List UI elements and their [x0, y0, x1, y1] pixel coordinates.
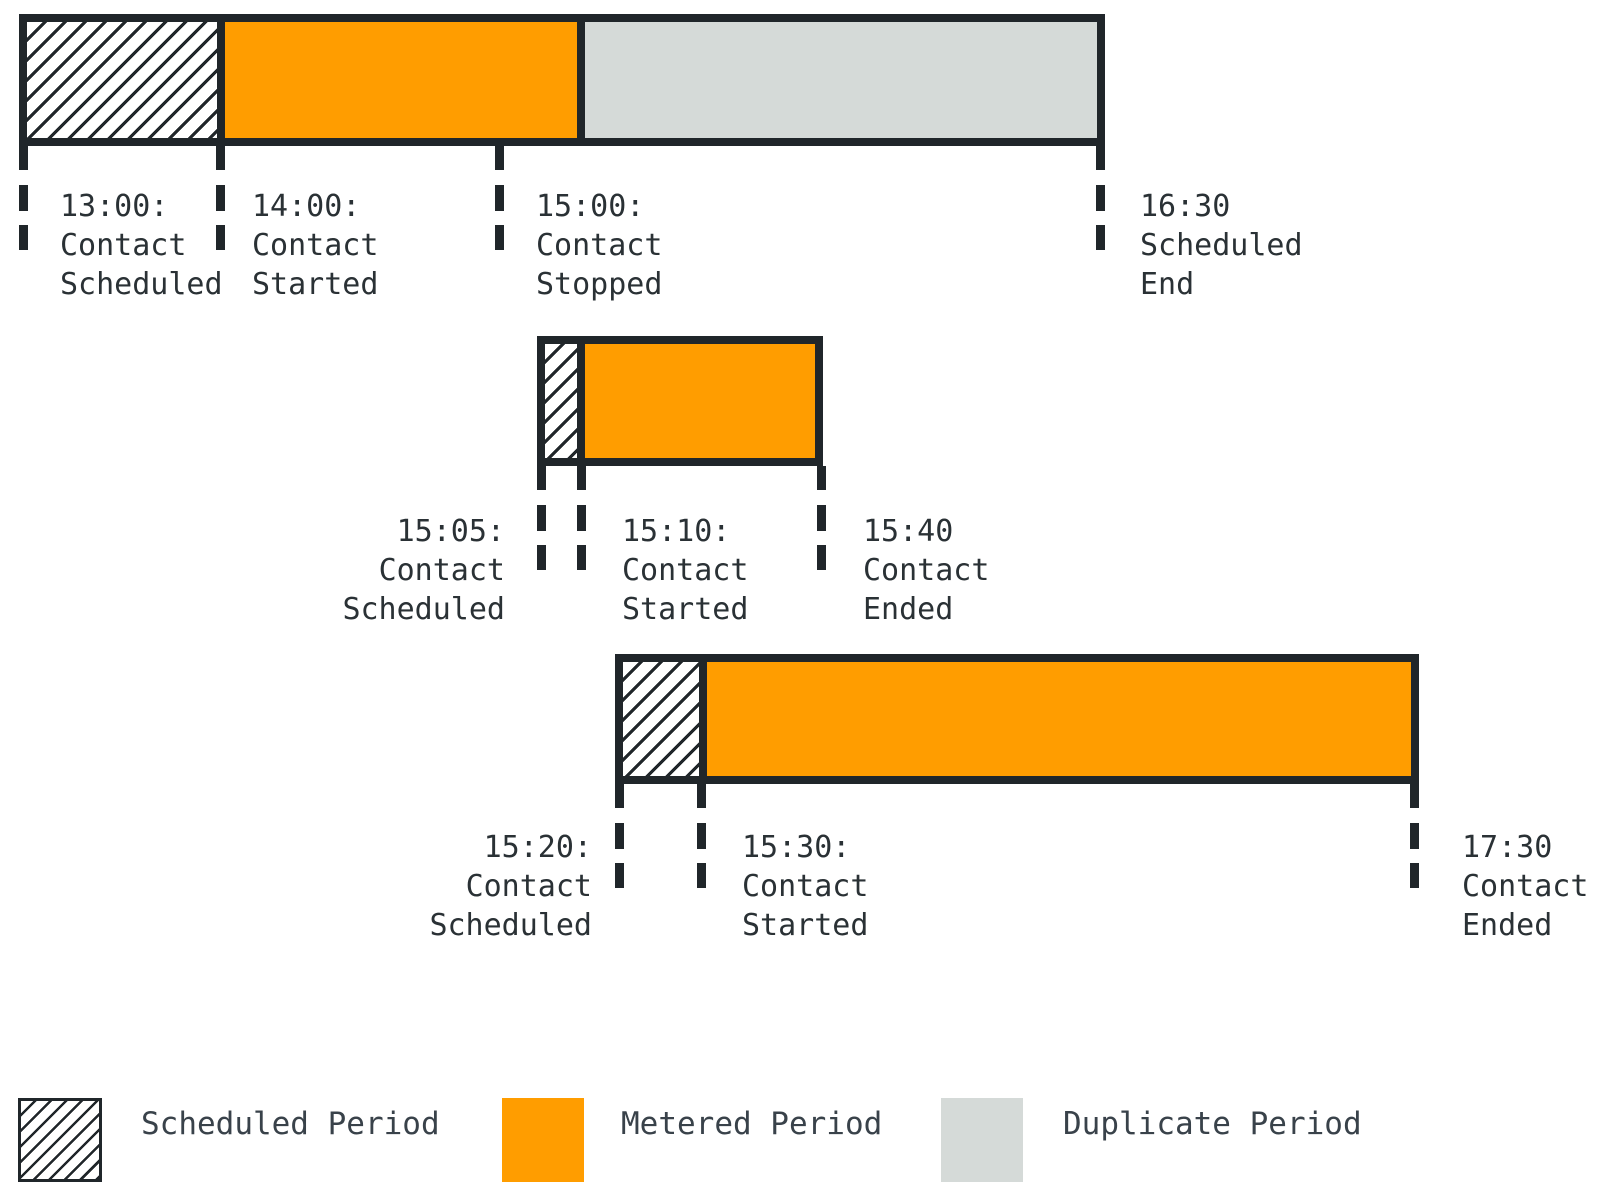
metered-period-segment [225, 22, 577, 138]
tick-mark [1410, 784, 1419, 888]
tick-mark [495, 146, 504, 250]
tick-mark [615, 784, 624, 888]
event-label-contact-started: 15:10: Contact Started [622, 514, 749, 627]
timeline-bar-1 [19, 14, 1105, 146]
event-label-contact-started: 15:30: Contact Started [742, 830, 869, 943]
legend-label-metered-period: Metered Period [621, 1106, 883, 1142]
segment-divider [577, 22, 585, 138]
tick-mark [537, 466, 546, 570]
metered-period-segment [585, 344, 815, 458]
tick-mark [19, 146, 28, 250]
scheduled-period-segment [27, 22, 217, 138]
scheduled-period-segment [623, 662, 699, 776]
timeline-bar-2 [537, 336, 823, 466]
legend-swatch-duplicate-period [941, 1098, 1023, 1182]
metered-period-segment [707, 662, 1411, 776]
legend-label-scheduled-period: Scheduled Period [141, 1106, 440, 1142]
scheduled-period-segment [545, 344, 577, 458]
tick-mark [577, 466, 586, 570]
timeline-bar-3 [615, 654, 1419, 784]
legend-swatch-metered-period [502, 1098, 584, 1182]
legend-label-duplicate-period: Duplicate Period [1063, 1106, 1362, 1142]
duplicate-period-segment [585, 22, 1097, 138]
event-label-contact-ended: 17:30 Contact Ended [1462, 830, 1589, 943]
event-label-contact-scheduled: 15:05: Contact Scheduled [342, 514, 505, 627]
tick-mark [1096, 146, 1105, 250]
segment-divider [217, 22, 225, 138]
tick-mark [697, 784, 706, 888]
event-label-scheduled-end: 16:30 Scheduled End [1140, 189, 1303, 302]
event-label-contact-stopped: 15:00: Contact Stopped [536, 189, 663, 302]
segment-divider [577, 344, 585, 458]
segment-divider [699, 662, 707, 776]
event-label-contact-ended: 15:40 Contact Ended [863, 514, 990, 627]
event-label-contact-scheduled: 13:00: Contact Scheduled [60, 189, 223, 302]
tick-mark [216, 146, 225, 250]
event-label-contact-scheduled: 15:20: Contact Scheduled [429, 830, 592, 943]
legend-swatch-scheduled-period [18, 1098, 102, 1182]
event-label-contact-started: 14:00: Contact Started [252, 189, 379, 302]
tick-mark [817, 466, 826, 570]
